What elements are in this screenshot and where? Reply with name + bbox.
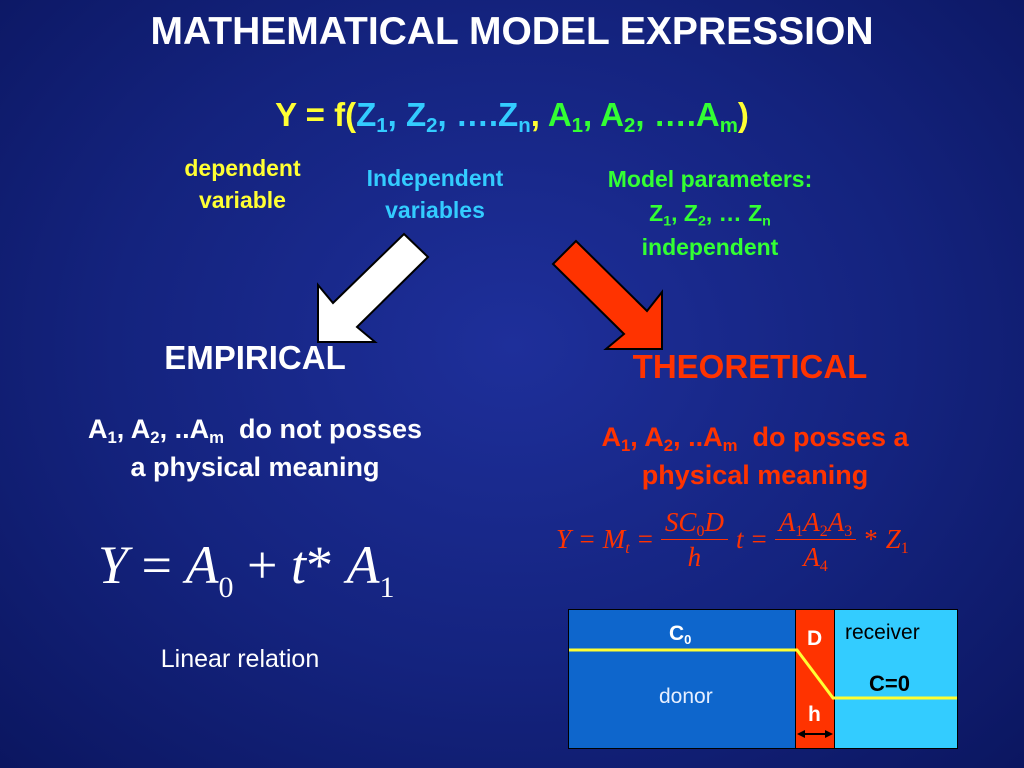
theoretical-arrow (551, 239, 663, 350)
donor-label: donor (659, 685, 713, 708)
donor-region (569, 610, 795, 748)
receiver-region (835, 610, 957, 748)
diffusion-diagram: C0 D receiver C=0 donor h (568, 609, 958, 749)
receiver-label: receiver (845, 621, 920, 644)
equation-z-terms: Z1, Z2, ….Zn (356, 96, 531, 138)
theoretical-heading: THEORETICAL (632, 348, 868, 385)
c-equals-zero-label: C=0 (869, 671, 910, 696)
empirical-heading: EMPIRICAL (164, 339, 346, 376)
d-label: D (807, 627, 823, 650)
independent-variables-label: Independent variables (366, 165, 504, 223)
empirical-description: A1, A2, ..Am do not posses a physical me… (87, 414, 423, 482)
empirical-arrow (317, 232, 430, 343)
fraction-1: SC0D h (660, 505, 728, 574)
equation-separator: , (530, 96, 548, 133)
concentration-profile (569, 648, 957, 738)
thickness-arrow-right-head (825, 730, 833, 738)
theoretical-description: A1, A2, ..Am do posses a physical meanin… (601, 422, 909, 490)
formula-lhs: Y = Mt (556, 524, 630, 557)
thickness-arrow-left-head (797, 730, 805, 738)
equation-a-terms: A1, A2, ….Am (547, 96, 738, 138)
fraction-2: A1A2A3 A4 (774, 505, 857, 574)
equation-close-paren: ) (737, 96, 749, 133)
linear-relation-caption: Linear relation (160, 645, 320, 673)
arrows-layer (317, 232, 663, 350)
concentration-line (569, 648, 957, 700)
equation-lhs: Y = f( (275, 96, 357, 133)
empirical-formula: Y = A0 + t* A1 (98, 535, 395, 604)
theoretical-formula: Y = Mt = SC0D h t = A1A2A3 A4 * Z1 (556, 505, 909, 575)
h-label: h (808, 703, 821, 726)
c0-label: C0 (669, 622, 692, 647)
slide-title: MATHEMATICAL MODEL EXPRESSION (150, 10, 874, 53)
main-equation: Y = f(Z1, Z2, ….Zn, A1, A2, ….Am) (0, 96, 1024, 138)
dependent-variable-label: dependent variable (184, 155, 301, 213)
membrane-region (795, 610, 835, 748)
model-parameters-label: Model parameters: Z1, Z2, … Zn independe… (607, 166, 813, 260)
